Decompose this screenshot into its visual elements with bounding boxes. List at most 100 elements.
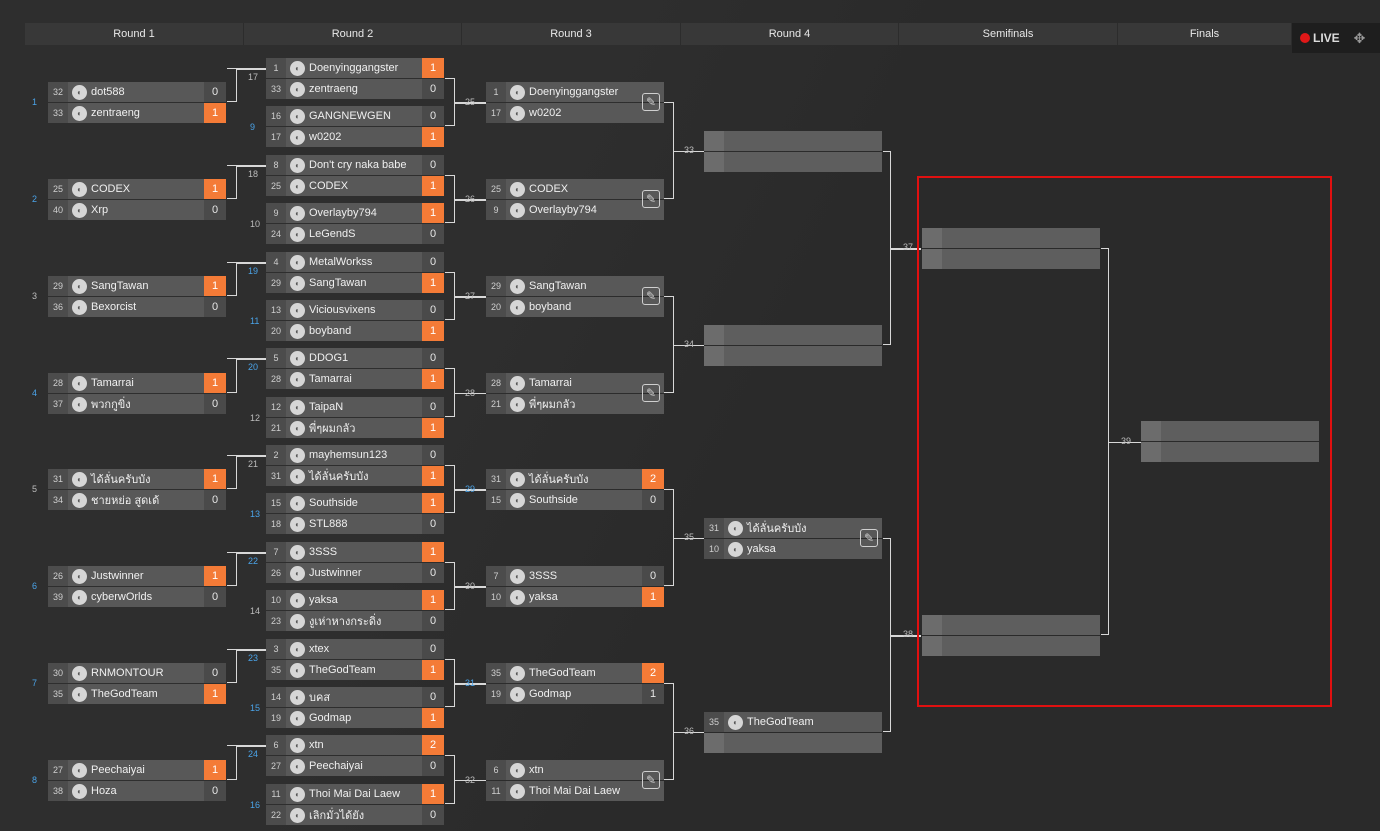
team-logo-icon: ◐ bbox=[72, 568, 87, 584]
team-name-cell: ◐Overlayby794 bbox=[506, 200, 642, 220]
team-slot[interactable] bbox=[1141, 421, 1319, 441]
team-slot[interactable]: 10◐yaksa bbox=[704, 539, 882, 559]
team-slot[interactable]: 11◐Thoi Mai Dai Laew bbox=[486, 781, 664, 801]
edit-icon[interactable]: ✎ bbox=[642, 190, 660, 208]
team-slot[interactable] bbox=[704, 346, 882, 366]
team-slot[interactable] bbox=[922, 228, 1100, 248]
score-cell: 1 bbox=[422, 369, 444, 389]
team-name-cell: ◐Thoi Mai Dai Laew bbox=[286, 784, 422, 804]
match-number: 39 bbox=[1121, 435, 1132, 446]
seed-number: 31 bbox=[266, 466, 286, 486]
edit-icon[interactable]: ✎ bbox=[642, 384, 660, 402]
team-slot[interactable]: 35◐TheGodTeam bbox=[704, 712, 882, 732]
team-slot[interactable]: 25◐CODEX bbox=[486, 179, 664, 199]
team-slot[interactable] bbox=[1141, 442, 1319, 462]
team-slot[interactable]: 20◐boyband bbox=[486, 297, 664, 317]
team-name-cell: ◐w0202 bbox=[286, 127, 422, 147]
move-icon[interactable]: ✥ bbox=[1353, 29, 1366, 46]
team-name: Tamarrai bbox=[91, 377, 134, 389]
team-slot[interactable] bbox=[922, 249, 1100, 269]
team-slot[interactable]: 17◐w0202 bbox=[486, 103, 664, 123]
team-slot[interactable] bbox=[704, 152, 882, 172]
team-slot[interactable]: 6◐xtn bbox=[486, 760, 664, 780]
edit-icon[interactable]: ✎ bbox=[642, 771, 660, 789]
team-slot[interactable]: 34◐ชายหย่อ สูดเด้0 bbox=[48, 490, 226, 510]
team-slot[interactable]: 21◐พี่ๆผมกลัว bbox=[486, 394, 664, 414]
team-slot[interactable] bbox=[704, 131, 882, 151]
edit-icon[interactable]: ✎ bbox=[642, 93, 660, 111]
match-number: 25 bbox=[465, 97, 476, 107]
team-slot[interactable] bbox=[922, 636, 1100, 656]
score-cell: 0 bbox=[422, 611, 444, 631]
match-number: 20 bbox=[248, 362, 259, 372]
team-slot[interactable] bbox=[704, 325, 882, 345]
edit-icon[interactable]: ✎ bbox=[642, 287, 660, 305]
team-slot[interactable]: 9◐Overlayby794 bbox=[486, 200, 664, 220]
team-slot[interactable]: 31◐ได้ลั่นครับบัง bbox=[704, 518, 882, 538]
live-badge[interactable]: LIVE ✥ bbox=[1292, 23, 1380, 53]
team-slot[interactable]: 29◐SangTawan bbox=[486, 276, 664, 296]
team-slot[interactable]: 28◐Tamarrai bbox=[486, 373, 664, 393]
edit-icon[interactable]: ✎ bbox=[860, 529, 878, 547]
seed-number: 17 bbox=[486, 103, 506, 123]
team-slot[interactable] bbox=[704, 733, 882, 753]
team-slot[interactable]: 1◐Doenyinggangster bbox=[486, 82, 664, 102]
bracket-connector bbox=[445, 175, 455, 223]
team-slot[interactable] bbox=[922, 615, 1100, 635]
